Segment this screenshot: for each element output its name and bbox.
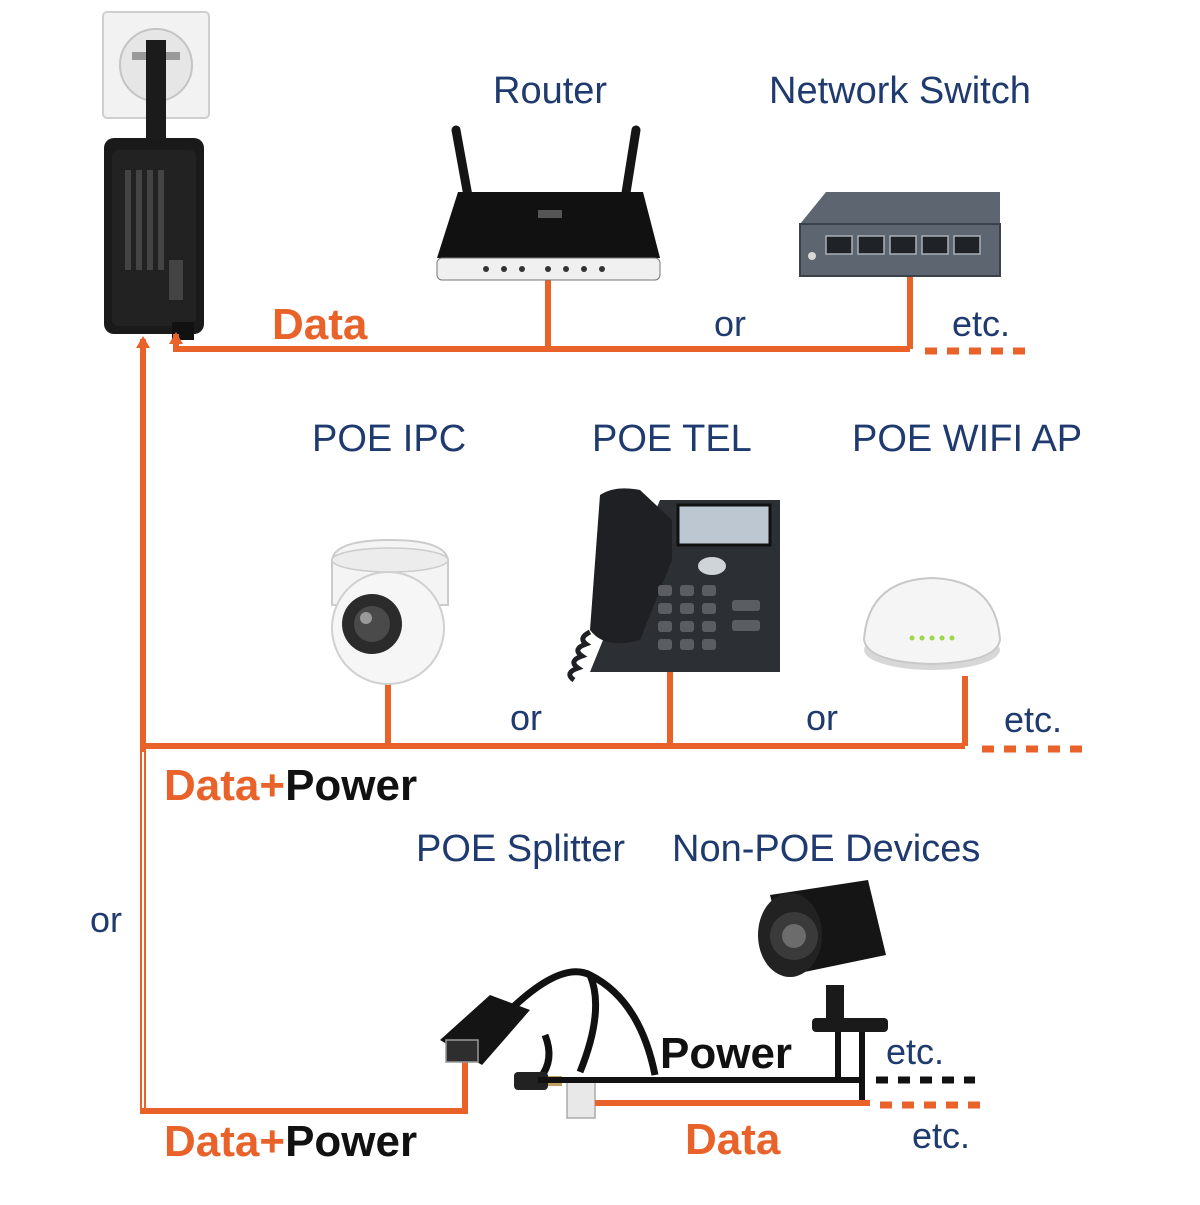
power-text: Power: [285, 1117, 418, 1166]
arrow-up: [136, 336, 150, 348]
non-poe-devices-label: Non-POE Devices: [672, 828, 981, 870]
etc-label: etc.: [1004, 699, 1063, 740]
router-label: Router: [493, 70, 608, 112]
data-power-line: [140, 339, 1088, 1114]
poe-ipc-label: POE IPC: [312, 418, 467, 460]
or-label: or: [90, 899, 123, 940]
dome-camera-icon: [331, 538, 449, 685]
power-line-black: [538, 1032, 975, 1102]
plus-text: +: [259, 761, 286, 810]
poe-splitter-icon: [440, 968, 659, 1119]
data-text: Data: [164, 1117, 260, 1166]
etc-label: etc.: [886, 1031, 945, 1072]
plug-cable: [146, 40, 166, 145]
poe-splitter-label: POE Splitter: [416, 828, 626, 870]
wifi-access-point-icon: [862, 576, 1002, 670]
power-text: Power: [285, 761, 418, 810]
data-label-bottom: Data: [685, 1115, 781, 1164]
data-power-label: Data+Power: [164, 764, 417, 808]
network-switch-label: Network Switch: [769, 70, 1031, 112]
data-power-label: Data+Power: [164, 1120, 417, 1164]
arrow-up: [169, 332, 183, 344]
data-label-top: Data: [272, 300, 368, 349]
plus-text: +: [259, 1117, 286, 1166]
etc-label: etc.: [952, 303, 1011, 344]
poe-wifi-ap-label: POE WIFI AP: [852, 418, 1083, 460]
poe-tel-label: POE TEL: [592, 418, 752, 460]
or-label: or: [714, 303, 747, 344]
bullet-camera-icon: [758, 880, 888, 1032]
network-switch-icon: [799, 192, 1001, 277]
etc-label: etc.: [912, 1115, 971, 1156]
poe-injector-icon: [104, 138, 204, 340]
ip-phone-icon: [567, 488, 780, 683]
or-label: or: [510, 697, 543, 738]
power-label: Power: [660, 1029, 793, 1078]
router-icon: [436, 125, 661, 281]
data-text: Data: [164, 761, 260, 810]
data-line-orange: [595, 1100, 990, 1109]
or-label: or: [806, 697, 839, 738]
